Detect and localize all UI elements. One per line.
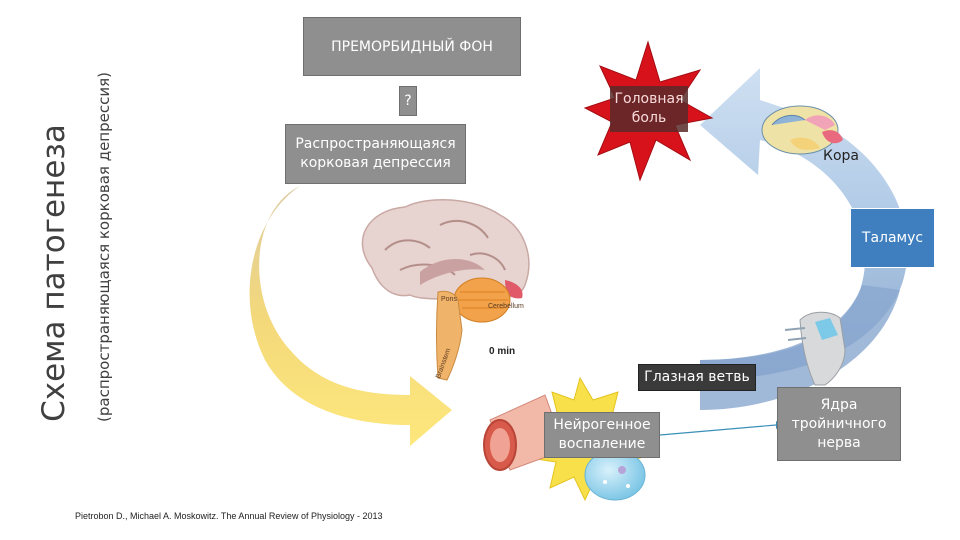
premorbid-box: ПРЕМОРБИДНЫЙ ФОН — [303, 17, 521, 76]
ophthalmic-box: Глазная ветвь — [638, 364, 756, 391]
connector-line — [659, 424, 777, 436]
headache-label: Головная боль — [614, 91, 684, 126]
mast-cell-illustration — [584, 449, 646, 501]
thalamus-box: Таламус — [850, 208, 935, 268]
cerebellum-label: Cerebellum — [488, 303, 524, 310]
csd-label: Распространяющаяся корковая депрессия — [295, 136, 456, 171]
brain-illustration — [361, 199, 530, 381]
headache-box: Головная боль — [610, 86, 688, 132]
yellow-flow-arrow — [249, 186, 452, 446]
citation: Pietrobon D., Michael A. Moskowitz. The … — [75, 511, 383, 521]
time-label: 0 min — [489, 346, 516, 357]
brainstem-illustration — [784, 311, 846, 386]
pons-label: Pons — [441, 296, 457, 303]
trigeminal-label: Ядра тройничного нерва — [791, 396, 887, 451]
question-box: ? — [399, 86, 417, 116]
premorbid-label: ПРЕМОРБИДНЫЙ ФОН — [331, 38, 493, 55]
cortex-label-box: Кора — [818, 144, 864, 168]
cortex-label: Кора — [823, 147, 859, 164]
csd-box: Распространяющаяся корковая депрессия — [285, 124, 466, 184]
thalamus-label: Таламус — [861, 229, 924, 246]
ophthalmic-label: Глазная ветвь — [644, 369, 750, 385]
cortex-brain-illustration — [761, 105, 843, 155]
inflammation-label: Нейрогенное воспаление — [553, 417, 651, 452]
inflammation-box: Нейрогенное воспаление — [544, 412, 660, 458]
question-label: ? — [404, 93, 412, 109]
trigeminal-box: Ядра тройничного нерва — [777, 387, 901, 461]
